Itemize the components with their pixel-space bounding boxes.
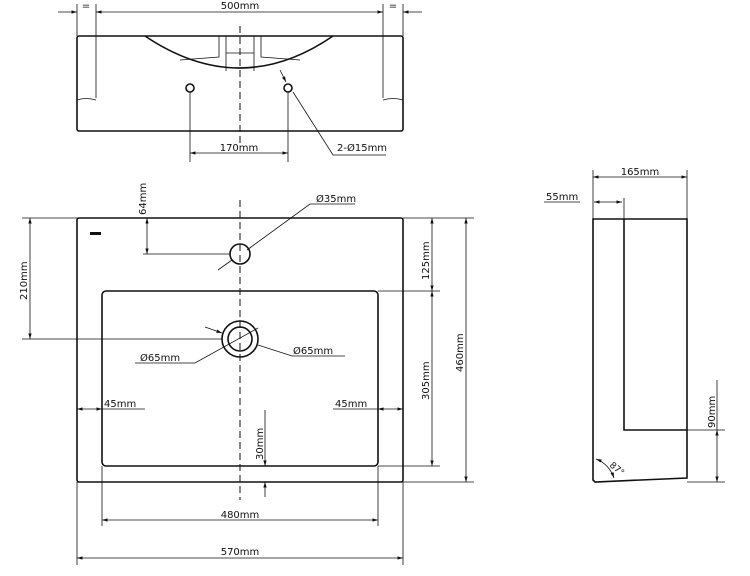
bowl-detail (179, 36, 301, 71)
bowl-arc (144, 35, 334, 69)
width-label: 500mm (221, 1, 260, 12)
angle-arc (595, 458, 615, 479)
equal-left: = (82, 1, 90, 12)
hole-spacing-label: 170mm (220, 143, 259, 154)
basin-depth-label: 305mm (421, 361, 432, 400)
equal-right: = (389, 1, 397, 12)
side-view: 165mm 55mm 90mm 87° (544, 167, 725, 483)
rim-left-label: 45mm (104, 399, 136, 410)
rim-front-label: 30mm (255, 428, 266, 460)
drain-height-label: 210mm (19, 261, 30, 300)
total-depth-label: 460mm (455, 333, 466, 372)
bottom-label: 90mm (707, 396, 718, 428)
logo-mark (90, 232, 101, 235)
front-view: Ø35mm Ø65mm Ø65mm 64mm 210mm 125mm 305mm… (19, 183, 474, 565)
basin-top-label: 125mm (421, 241, 432, 280)
mount-hole-right (283, 83, 293, 93)
top-thickness-label: 55mm (546, 192, 578, 203)
hole-label: 2-Ø15mm (337, 142, 387, 154)
side-height-label: 165mm (621, 167, 660, 178)
top-view: 500mm = = 170mm 2-Ø15mm (58, 1, 422, 162)
total-width-label: 570mm (221, 547, 260, 558)
drain-label-left: Ø65mm (140, 352, 180, 364)
side-outline (592, 218, 688, 483)
mount-hole-left (185, 83, 195, 93)
tap-hole-label: Ø35mm (316, 193, 356, 205)
side-inner (623, 219, 687, 431)
side-slots (76, 36, 404, 101)
drain-inner (227, 326, 253, 352)
rim-right-label: 45mm (335, 399, 367, 410)
angle-label: 87° (607, 461, 626, 479)
tap-offset-label: 64mm (138, 183, 149, 215)
drain-label-right: Ø65mm (293, 345, 333, 357)
basin-width-label: 480mm (221, 510, 260, 521)
